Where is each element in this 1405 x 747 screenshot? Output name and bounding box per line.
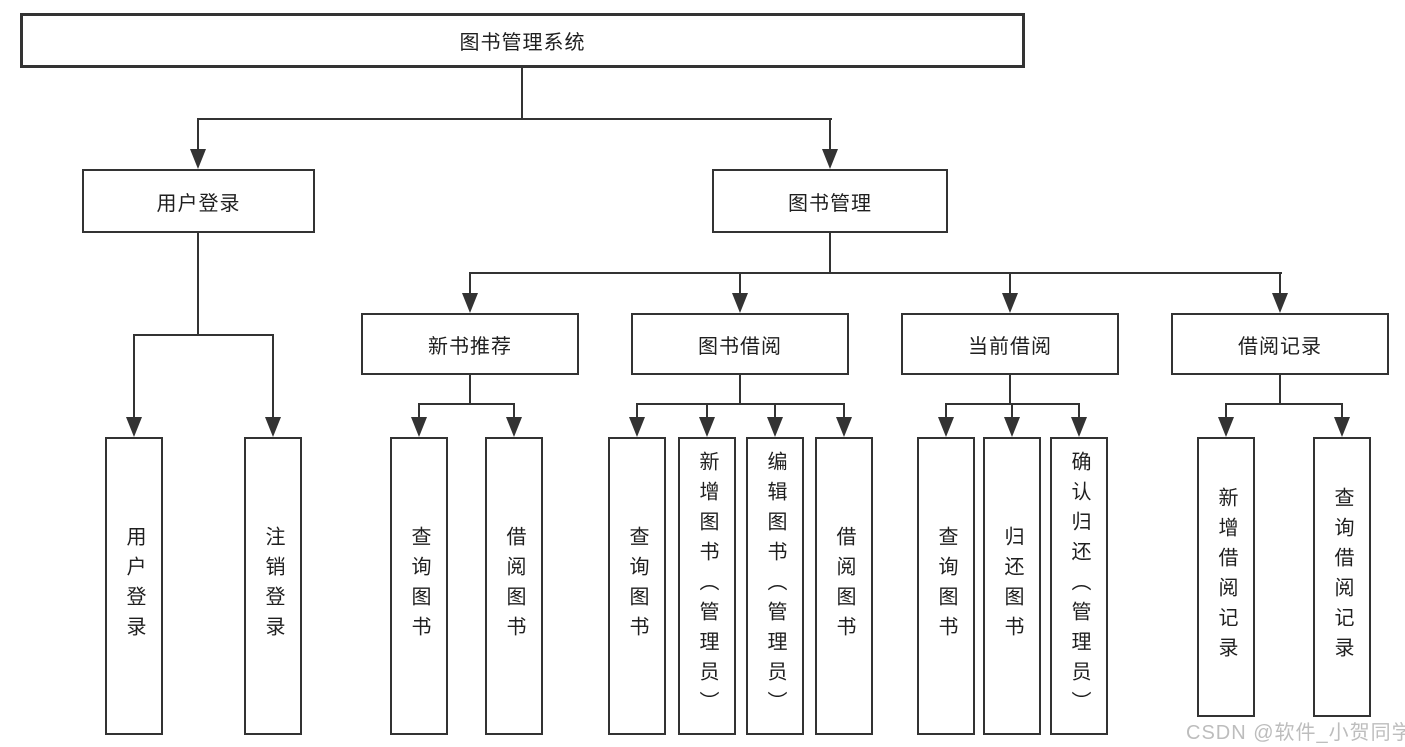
arrowhead-down-icon [1218, 417, 1234, 437]
leaf-user-login: 用户登录 [105, 437, 163, 735]
leaf-add-borrow-record: 新增借阅记录 [1197, 437, 1255, 717]
leaf-return-books: 归还图书 [983, 437, 1041, 735]
connector-book-management-stem [829, 233, 831, 274]
connector-records-stem [1279, 375, 1281, 405]
arrowhead-down-icon [1272, 293, 1288, 313]
leaf-edit-books-admin: 编辑图书（管理员） [746, 437, 804, 735]
leaf-query-books-current: 查询图书 [917, 437, 975, 735]
connector-user-login-branch [133, 334, 274, 336]
connector-recommend-stem [469, 375, 471, 405]
connector-drop-leaf [1225, 403, 1227, 418]
leaf-query-borrow-record: 查询借阅记录 [1313, 437, 1371, 717]
arrowhead-down-icon [190, 149, 206, 169]
arrowhead-down-icon [126, 417, 142, 437]
connector-drop-book-management [829, 118, 831, 150]
leaf-add-books-admin: 新增图书（管理员） [678, 437, 736, 735]
arrowhead-down-icon [629, 417, 645, 437]
arrowhead-down-icon [699, 417, 715, 437]
csdn-watermark: CSDN @软件_小贺同学 [1186, 722, 1405, 744]
connector-user-login-stem [197, 233, 199, 335]
connector-drop-leaf [1341, 403, 1343, 418]
connector-book-management-branch [469, 272, 1282, 274]
arrowhead-down-icon [1334, 417, 1350, 437]
node-user-login: 用户登录 [82, 169, 315, 233]
connector-recommend-branch [418, 403, 515, 405]
connector-drop-leaf [843, 403, 845, 418]
leaf-query-books-recommend: 查询图书 [390, 437, 448, 735]
leaf-borrow-books-recommend: 借阅图书 [485, 437, 543, 735]
node-new-book-recommendation: 新书推荐 [361, 313, 579, 375]
connector-drop-leaf [774, 403, 776, 418]
connector-drop-leaf [636, 403, 638, 418]
leaf-logout: 注销登录 [244, 437, 302, 735]
connector-borrowing-stem [739, 375, 741, 405]
connector-borrowing-branch [636, 403, 845, 405]
node-current-borrowing: 当前借阅 [901, 313, 1119, 375]
connector-drop-level3 [739, 272, 741, 294]
arrowhead-down-icon [732, 293, 748, 313]
arrowhead-down-icon [411, 417, 427, 437]
connector-drop-leaf [706, 403, 708, 418]
connector-records-branch [1225, 403, 1343, 405]
arrowhead-down-icon [265, 417, 281, 437]
arrowhead-down-icon [462, 293, 478, 313]
connector-drop-leaf [945, 403, 947, 418]
arrowhead-down-icon [938, 417, 954, 437]
connector-drop-level3 [1279, 272, 1281, 294]
arrowhead-down-icon [836, 417, 852, 437]
node-borrowing-records: 借阅记录 [1171, 313, 1389, 375]
node-library-management-system: 图书管理系统 [20, 13, 1025, 68]
arrowhead-down-icon [1004, 417, 1020, 437]
node-book-management: 图书管理 [712, 169, 948, 233]
connector-drop-leaf [513, 403, 515, 418]
leaf-borrow-books: 借阅图书 [815, 437, 873, 735]
arrowhead-down-icon [767, 417, 783, 437]
connector-drop-leaf [272, 334, 274, 418]
connector-root-stem [521, 68, 523, 119]
connector-drop-leaf [133, 334, 135, 418]
connector-drop-leaf [1078, 403, 1080, 418]
connector-current-stem [1009, 375, 1011, 405]
connector-drop-leaf [418, 403, 420, 418]
connector-root-branch [197, 118, 832, 120]
connector-drop-level3 [469, 272, 471, 294]
leaf-confirm-return-admin: 确认归还（管理员） [1050, 437, 1108, 735]
arrowhead-down-icon [822, 149, 838, 169]
arrowhead-down-icon [506, 417, 522, 437]
leaf-query-books-borrowing: 查询图书 [608, 437, 666, 735]
connector-drop-leaf [1011, 403, 1013, 418]
connector-drop-user-login [197, 118, 199, 150]
arrowhead-down-icon [1002, 293, 1018, 313]
node-book-borrowing: 图书借阅 [631, 313, 849, 375]
arrowhead-down-icon [1071, 417, 1087, 437]
connector-drop-level3 [1009, 272, 1011, 294]
